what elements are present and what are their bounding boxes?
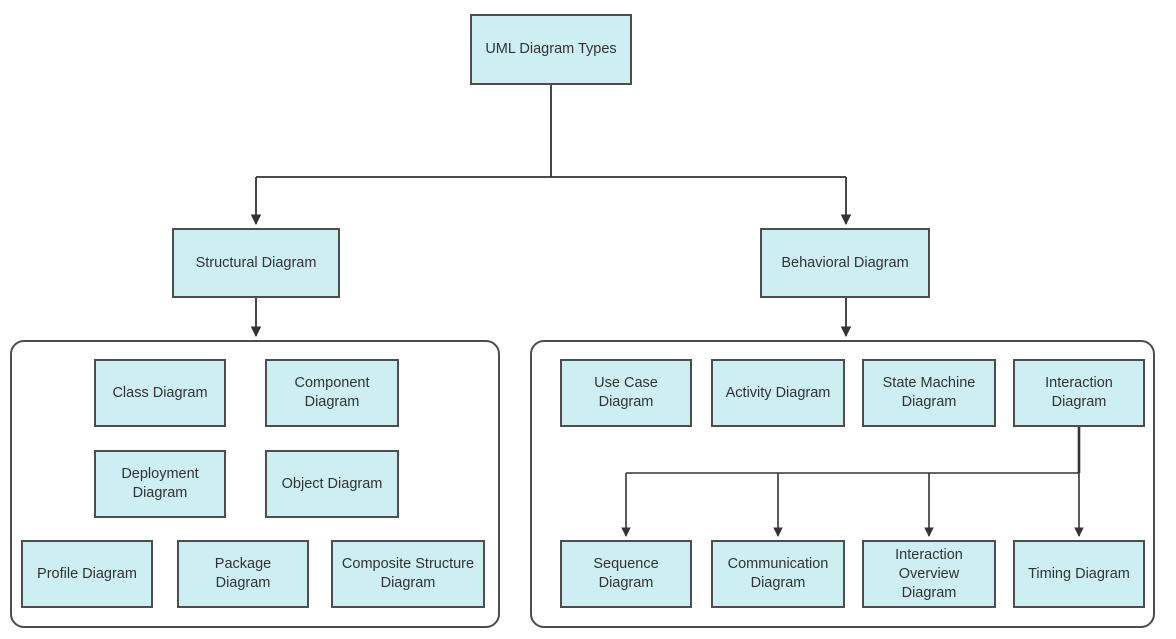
node-structural-diagram[interactable]: Structural Diagram	[172, 228, 340, 298]
group-structural-diagrams	[10, 340, 500, 628]
node-component-diagram[interactable]: Component Diagram	[265, 359, 399, 427]
node-timing-diagram[interactable]: Timing Diagram	[1013, 540, 1145, 608]
node-package-diagram[interactable]: Package Diagram	[177, 540, 309, 608]
node-behavioral-diagram[interactable]: Behavioral Diagram	[760, 228, 930, 298]
node-state-machine-diagram[interactable]: State Machine Diagram	[862, 359, 996, 427]
node-uml-diagram-types[interactable]: UML Diagram Types	[470, 14, 632, 85]
group-behavioral-diagrams	[530, 340, 1155, 628]
node-class-diagram[interactable]: Class Diagram	[94, 359, 226, 427]
node-object-diagram[interactable]: Object Diagram	[265, 450, 399, 518]
node-interaction-diagram[interactable]: Interaction Diagram	[1013, 359, 1145, 427]
node-interaction-overview-diagram[interactable]: Interaction Overview Diagram	[862, 540, 996, 608]
node-deployment-diagram[interactable]: Deployment Diagram	[94, 450, 226, 518]
node-activity-diagram[interactable]: Activity Diagram	[711, 359, 845, 427]
node-sequence-diagram[interactable]: Sequence Diagram	[560, 540, 692, 608]
node-profile-diagram[interactable]: Profile Diagram	[21, 540, 153, 608]
node-communication-diagram[interactable]: Communication Diagram	[711, 540, 845, 608]
node-use-case-diagram[interactable]: Use Case Diagram	[560, 359, 692, 427]
node-composite-structure-diagram[interactable]: Composite Structure Diagram	[331, 540, 485, 608]
